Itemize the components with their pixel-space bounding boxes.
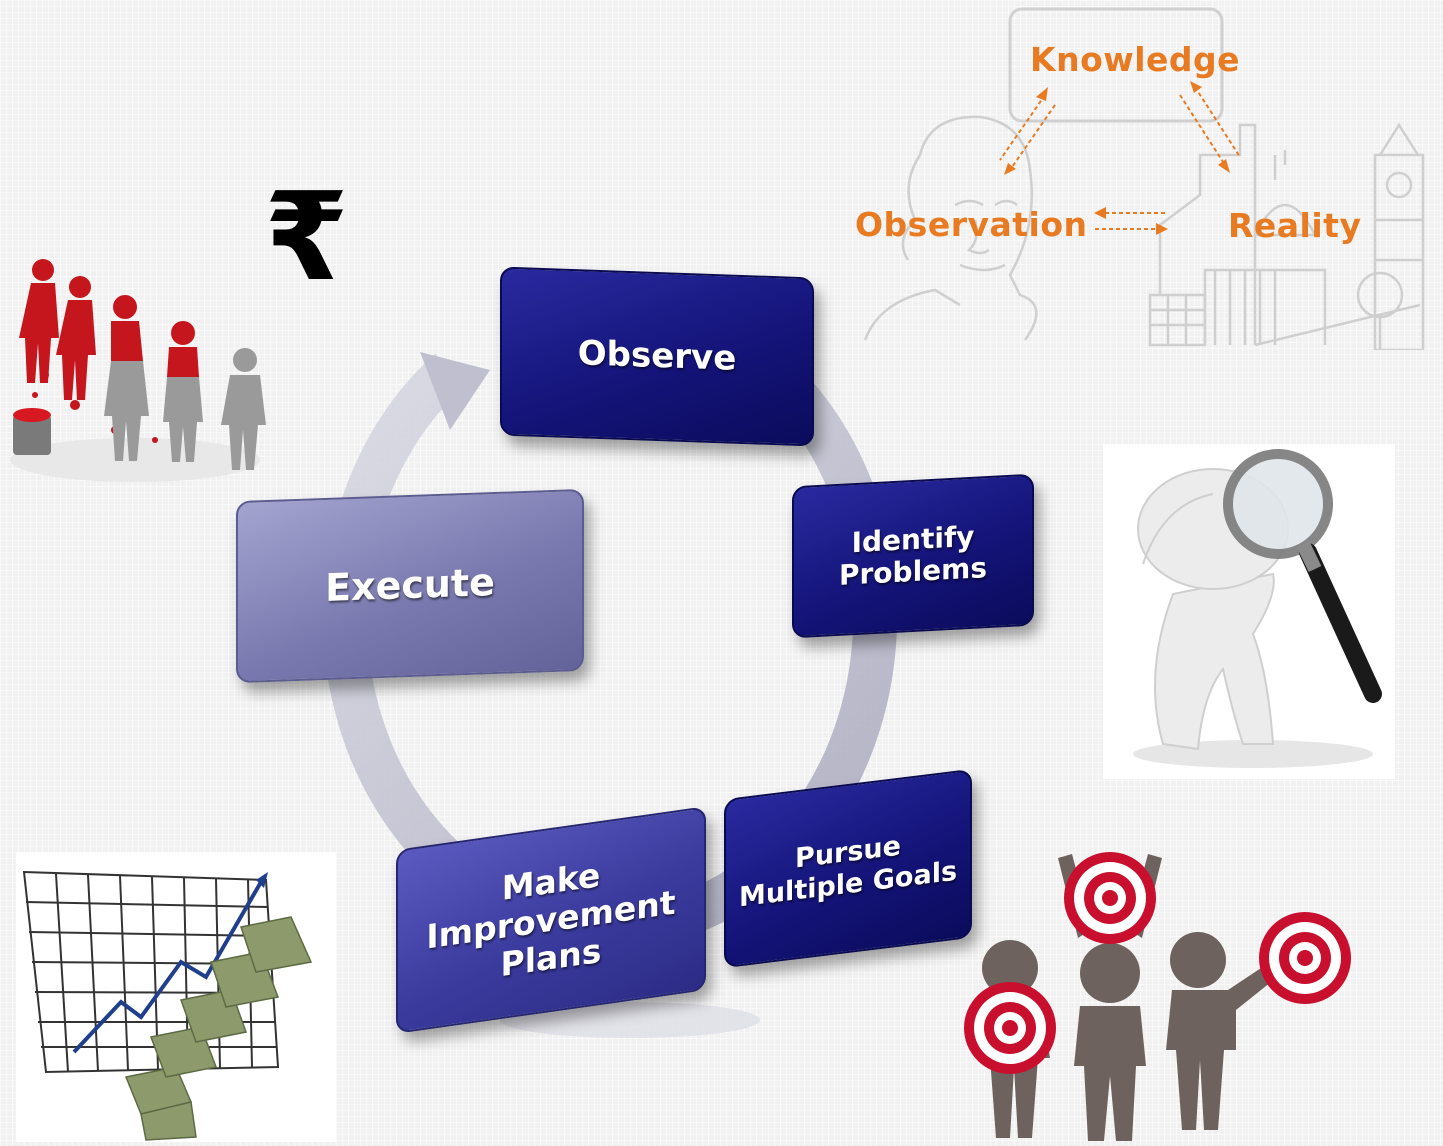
observer-face-sketch [863,115,1038,341]
observe-label: Observe [577,333,737,379]
target-icon-left [964,982,1056,1074]
reality-label: Reality [1228,206,1362,245]
execute-step: Execute [236,488,584,684]
identify-problems-step: Identify Problems [792,473,1034,639]
observation-label: Observation [855,205,1088,244]
red-painted-figures-illustration [10,259,266,482]
identify-problems-line-2: Problems [838,551,988,592]
execute-label: Execute [325,560,495,611]
observe-step: Observe [500,266,814,447]
growth-chart-money-stairs-illustration [16,852,336,1142]
growth-chart-icon [22,870,313,1141]
magnifying-glass-icon [1133,449,1382,768]
target-icon-right [1259,912,1351,1004]
target-figures-illustration [964,852,1351,1141]
magnifying-glass-figure-illustration [1103,444,1395,779]
pursue-goals-step: Pursue Multiple Goals [724,768,972,969]
city-sketch [1148,122,1425,350]
target-icon-top [1064,852,1156,944]
rupee-icon: ₹ [264,166,349,308]
knowledge-label: Knowledge [1030,40,1241,79]
knowledge-sketch [863,7,1425,350]
